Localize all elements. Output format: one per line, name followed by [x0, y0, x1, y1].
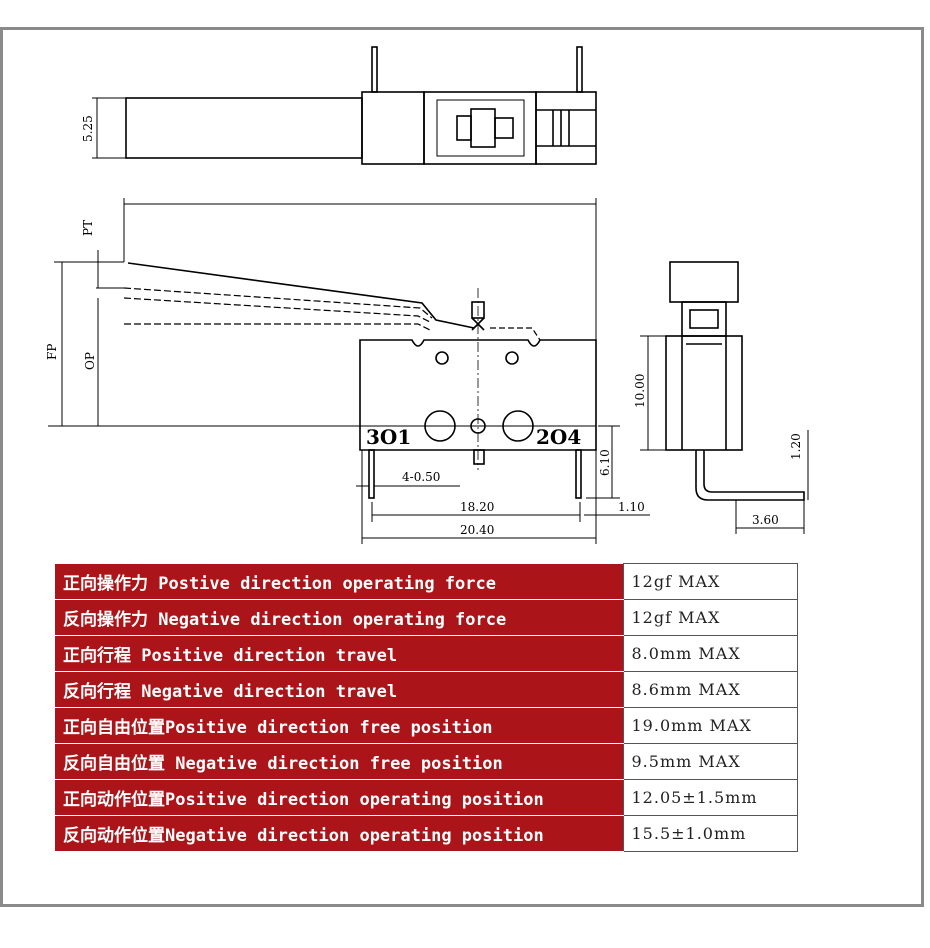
- spec-row: 反向行程 Negative direction travel 8.6mm MAX: [55, 671, 798, 708]
- dim-body-length: 20.40: [460, 523, 494, 537]
- spec-row: 正向操作力 Postive direction operating force …: [55, 563, 798, 600]
- spec-label: 正向行程 Positive direction travel: [55, 635, 623, 672]
- spec-label: 正向操作力 Postive direction operating force: [55, 563, 623, 600]
- dim-pin-width: 4-0.50: [402, 470, 440, 484]
- spec-value: 9.5mm MAX: [622, 743, 798, 780]
- spec-row: 正向动作位置Positive direction operating posit…: [55, 779, 798, 816]
- side-view: [640, 261, 809, 534]
- terminal-right-label: 2O4: [536, 425, 581, 449]
- dim-side-bend: 1.20: [789, 433, 803, 460]
- spec-table: 正向操作力 Postive direction operating force …: [55, 563, 798, 852]
- spec-value: 8.6mm MAX: [622, 671, 798, 708]
- spec-value: 8.0mm MAX: [622, 635, 798, 672]
- spec-label: 反向自由位置 Negative direction free position: [55, 743, 623, 780]
- spec-value: 19.0mm MAX: [622, 707, 798, 744]
- dim-top-height: 5.25: [81, 115, 95, 142]
- dim-pin-offset: 1.10: [618, 500, 645, 514]
- spec-value: 15.5±1.0mm: [622, 815, 798, 852]
- dim-op: OP: [83, 352, 97, 370]
- spec-row: 正向自由位置Positive direction free position 1…: [55, 707, 798, 744]
- spec-value: 12.05±1.5mm: [622, 779, 798, 816]
- dim-side-width: 3.60: [752, 513, 779, 527]
- spec-label: 正向动作位置Positive direction operating posit…: [55, 779, 623, 816]
- spec-row: 反向动作位置Negative direction operating posit…: [55, 815, 798, 852]
- spec-value: 12gf MAX: [622, 599, 798, 636]
- dim-pin-spacing: 18.20: [460, 500, 494, 514]
- dim-pin-length: 6.10: [598, 449, 612, 476]
- spec-label: 反向动作位置Negative direction operating posit…: [55, 815, 623, 852]
- spec-label: 反向行程 Negative direction travel: [55, 671, 623, 708]
- spec-label: 反向操作力 Negative direction operating force: [55, 599, 623, 636]
- front-view: [48, 198, 650, 544]
- dim-side-height: 10.00: [633, 374, 647, 408]
- dim-fp: FP: [45, 344, 59, 360]
- spec-row: 正向行程 Positive direction travel 8.0mm MAX: [55, 635, 798, 672]
- spec-label: 正向自由位置Positive direction free position: [55, 707, 623, 744]
- dim-pt: PT: [81, 220, 95, 236]
- terminal-left-label: 3O1: [366, 425, 411, 449]
- top-view: [92, 46, 597, 165]
- spec-row: 反向操作力 Negative direction operating force…: [55, 599, 798, 636]
- spec-row: 反向自由位置 Negative direction free position …: [55, 743, 798, 780]
- spec-value: 12gf MAX: [622, 563, 798, 600]
